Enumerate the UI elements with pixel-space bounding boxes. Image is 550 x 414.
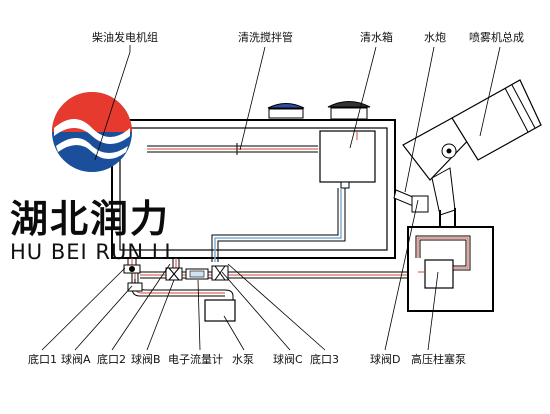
hatch-left xyxy=(267,103,305,119)
tank-body-outer xyxy=(111,119,396,259)
label-ball-valve-d: 球阀D xyxy=(370,352,400,366)
flowmeter-device xyxy=(185,268,209,280)
plunger-pump-box xyxy=(424,259,454,289)
label-flowmeter: 电子流量计 xyxy=(168,352,223,366)
supply-pipe xyxy=(211,188,346,262)
label-generator: 柴油发电机组 xyxy=(92,30,158,44)
label-ball-valve-a: 球阀A xyxy=(61,352,91,366)
label-mixing-pipe: 清洗搅拌管 xyxy=(238,30,293,44)
leader-lines-top xyxy=(94,45,501,193)
valve-ball-c xyxy=(211,265,229,281)
label-bottom-port-2: 底口2 xyxy=(97,352,126,366)
label-plunger-pump: 高压柱塞泵 xyxy=(411,352,466,366)
clean-water-tank xyxy=(319,130,376,183)
brand-logo xyxy=(52,92,132,172)
label-sprayer: 喷雾机总成 xyxy=(469,30,524,44)
water-pump-box xyxy=(204,299,236,322)
sprayer-assembly xyxy=(402,79,542,227)
hatch-right xyxy=(327,101,371,120)
brand-name-en: HU BEI RUN LI xyxy=(10,240,172,264)
leader-lines-bottom xyxy=(41,199,439,351)
clean-water-tank-outlet xyxy=(340,181,350,189)
label-ball-valve-c: 球阀C xyxy=(273,352,303,366)
water-cannon-device xyxy=(393,189,429,213)
label-ball-valve-b: 球阀B xyxy=(131,352,161,366)
label-water-tank: 清水箱 xyxy=(360,30,393,44)
label-water-pump: 水泵 xyxy=(232,353,254,366)
valve-ball-b xyxy=(165,267,183,281)
label-water-cannon: 水炮 xyxy=(424,31,446,44)
pump-piping xyxy=(415,235,471,273)
label-bottom-port-3: 底口3 xyxy=(310,352,339,366)
tank-body-inner xyxy=(119,127,388,251)
valve-bottom-1 xyxy=(123,264,141,274)
valve-ball-a xyxy=(127,279,143,292)
label-bottom-port-1: 底口1 xyxy=(28,352,57,366)
brand-name-cn: 湖北润力 xyxy=(10,197,170,241)
mixing-pipe xyxy=(147,143,318,155)
